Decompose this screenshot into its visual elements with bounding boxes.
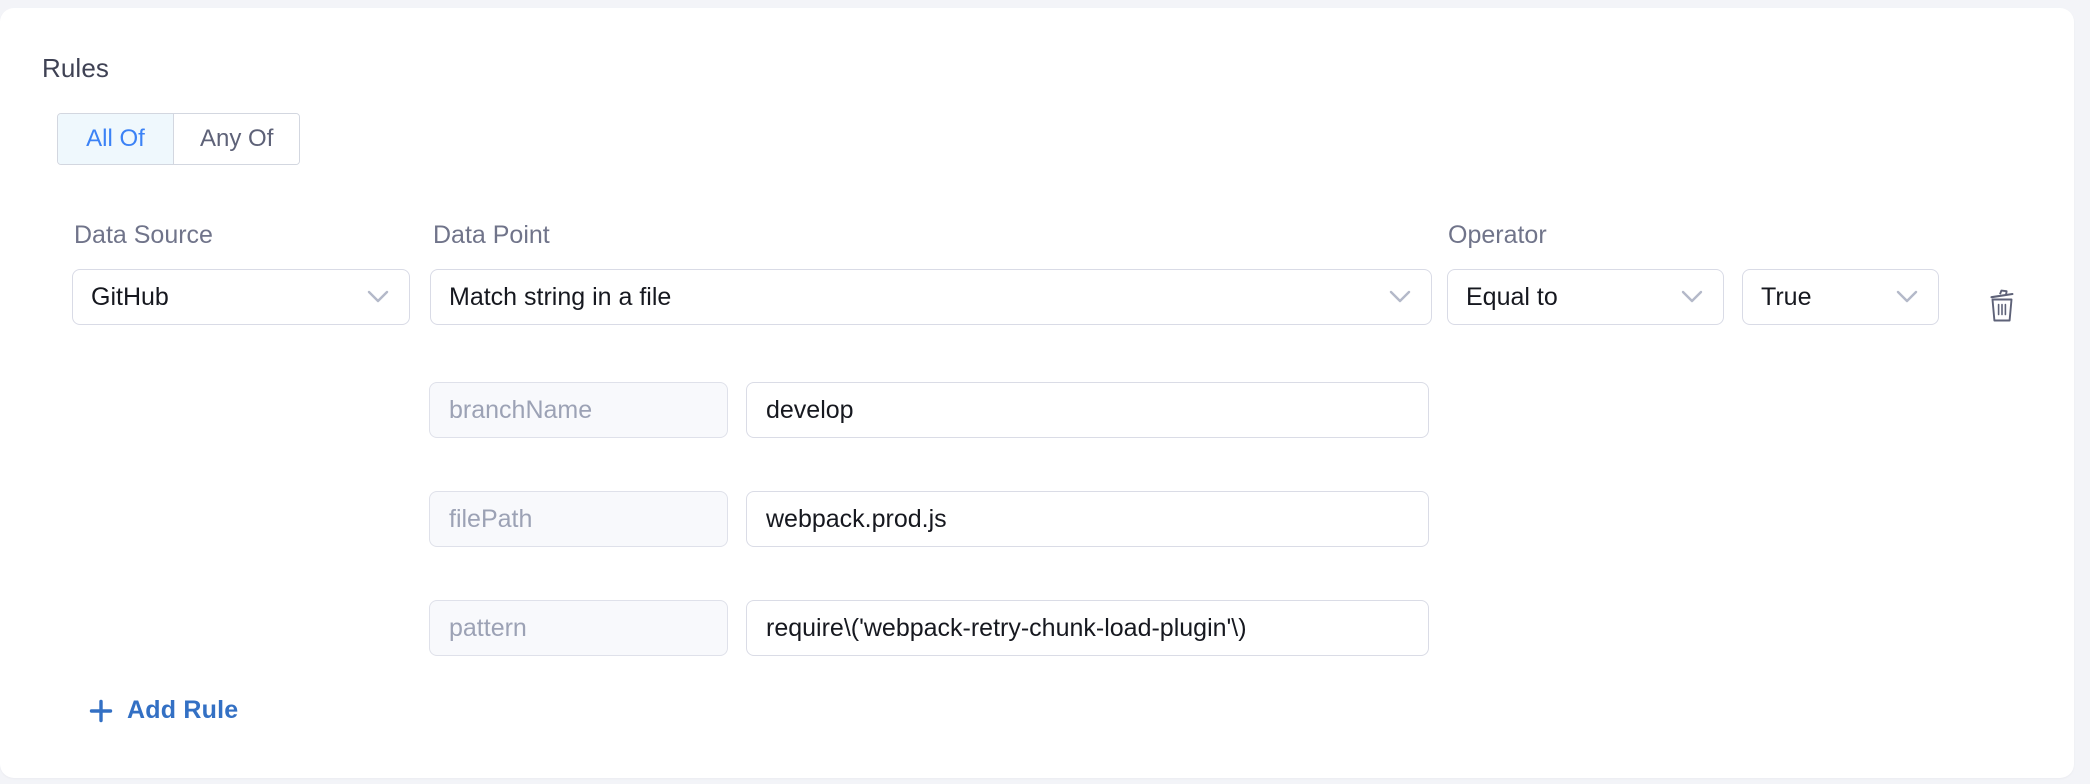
match-mode-all-of-button[interactable]: All Of <box>58 114 173 164</box>
param-value-text: require\('webpack-retry-chunk-load-plugi… <box>766 613 1247 642</box>
data-point-label: Data Point <box>433 221 550 249</box>
data-source-value: GitHub <box>91 282 169 311</box>
add-rule-label: Add Rule <box>127 696 239 724</box>
match-mode-any-of-button[interactable]: Any Of <box>173 114 300 164</box>
trash-icon <box>1985 288 2019 327</box>
chevron-down-icon <box>1675 290 1709 304</box>
operator-value: Equal to <box>1466 282 1558 311</box>
operator-label: Operator <box>1448 221 1547 249</box>
plus-icon <box>88 698 114 724</box>
param-value-input[interactable]: require\('webpack-retry-chunk-load-plugi… <box>746 600 1429 656</box>
param-key-label: pattern <box>449 613 527 642</box>
data-point-select[interactable]: Match string in a file <box>430 269 1432 325</box>
param-key-label: filePath <box>449 504 533 533</box>
match-mode-segmented-control[interactable]: All Of Any Of <box>57 113 301 165</box>
param-value-input[interactable]: webpack.prod.js <box>746 491 1429 547</box>
page-title: Rules <box>42 53 109 83</box>
add-rule-button[interactable]: Add Rule <box>88 696 238 725</box>
param-value-text: develop <box>766 395 854 424</box>
rules-card: Rules All Of Any Of Data Source Data Poi… <box>0 8 2074 778</box>
delete-rule-button[interactable] <box>1978 283 2026 331</box>
data-source-select[interactable]: GitHub <box>72 269 410 325</box>
param-key-label: branchName <box>449 395 593 424</box>
operator-select[interactable]: Equal to <box>1447 269 1724 325</box>
operator-value-select[interactable]: True <box>1742 269 1939 325</box>
chevron-down-icon <box>1383 290 1417 304</box>
param-value-input[interactable]: develop <box>746 382 1429 438</box>
data-source-label: Data Source <box>74 221 213 249</box>
data-point-value: Match string in a file <box>449 282 672 311</box>
chevron-down-icon <box>361 290 395 304</box>
param-value-text: webpack.prod.js <box>766 504 947 533</box>
param-key-field: filePath <box>429 491 728 547</box>
chevron-down-icon <box>1890 290 1924 304</box>
param-key-field: pattern <box>429 600 728 656</box>
param-key-field: branchName <box>429 382 728 438</box>
operator-value-selected: True <box>1761 282 1812 311</box>
